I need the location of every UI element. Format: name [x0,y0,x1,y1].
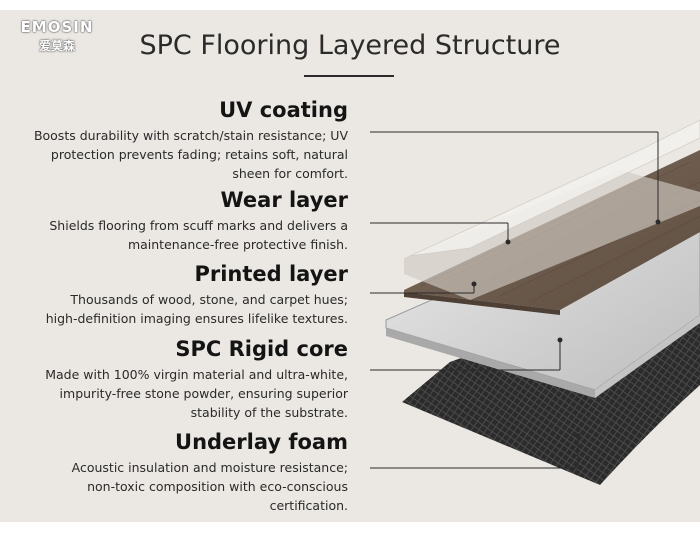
layer-spc-rigid-core: SPC Rigid core Made with 100% virgin mat… [45,337,348,422]
brand-logo: EMOSIN 爱莫森 [12,18,102,54]
layer-description-line: Made with 100% virgin material and ultra… [45,367,348,382]
layer-illustration [370,119,700,485]
layer-title: SPC Rigid core [175,337,348,361]
layer-description-line: impurity-free stone powder, ensuring sup… [59,386,348,401]
brand-name-cn: 爱莫森 [38,39,75,53]
layer-description-line: stability of the substrate. [190,405,348,420]
leader-lines [370,131,661,469]
layer-description-line: Boosts durability with scratch/stain res… [33,128,348,143]
uv-coating-shape [409,119,700,257]
layer-description-line: high-definition imaging ensures lifelike… [45,311,348,326]
page-title: SPC Flooring Layered Structure [139,30,561,61]
layer-description-line: non-toxic composition with eco-conscious [87,479,348,494]
layer-description-line: Thousands of wood, stone, and carpet hue… [70,292,348,307]
layer-description-line: maintenance-free protective finish. [127,237,348,252]
layer-wear-layer: Wear layer Shields flooring from scuff m… [49,188,348,254]
brand-name: EMOSIN [20,18,94,36]
layer-title: Wear layer [220,188,348,212]
infographic-canvas: EMOSIN 爱莫森 SPC Flooring Layered Structur… [0,10,700,522]
layer-printed-layer: Printed layer Thousands of wood, stone, … [46,262,348,328]
layer-underlay-foam: Underlay foam Acoustic insulation and mo… [72,430,348,515]
layer-title: UV coating [219,98,348,122]
layer-description-line: Shields flooring from scuff marks and de… [49,218,348,233]
layer-title: Printed layer [194,262,348,286]
layer-uv-coating: UV coating Boosts durability with scratc… [34,98,348,183]
wear-layer-shape [404,170,700,300]
layer-description-line: sheen for comfort. [232,166,348,181]
layer-description-line: certification. [269,498,348,513]
layer-description-line: protection prevents fading; retains soft… [50,147,348,162]
layer-description-line: Acoustic insulation and moisture resista… [71,460,348,475]
layer-title: Underlay foam [175,430,348,454]
title-underline [304,75,394,77]
